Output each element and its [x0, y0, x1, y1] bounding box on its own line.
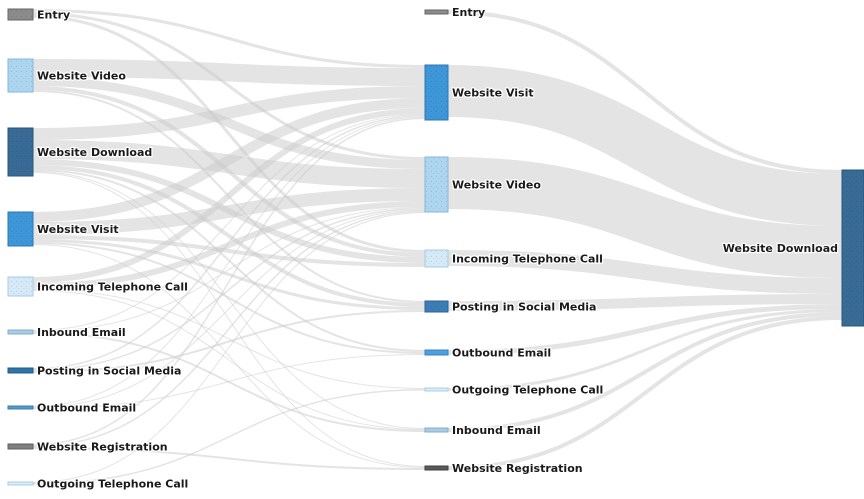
sankey-label-website-registration-col1: Website Registration — [452, 462, 583, 475]
sankey-label-outgoing-telephone-call-col0: Outgoing Telephone Call — [37, 478, 188, 491]
sankey-label-outgoing-telephone-call-col1: Outgoing Telephone Call — [452, 384, 603, 397]
sankey-link-website-download-to-website-registration[interactable] — [32, 172, 426, 467]
sankey-label-website-visit-col1: Website Visit — [452, 87, 534, 100]
sankey-link-incoming-telephone-call-to-website-video[interactable] — [32, 201, 426, 289]
sankey-link-website-video-to-website-download[interactable] — [447, 157, 843, 278]
sankey-link-incoming-telephone-call-to-inbound-email[interactable] — [32, 290, 426, 430]
sankey-node-outgoing-telephone-call-col1[interactable] — [424, 387, 449, 392]
node-texture — [9, 129, 32, 175]
sankey-node-website-registration-col0[interactable] — [7, 443, 34, 450]
sankey-link-website-visit-to-posting-in-social-media[interactable] — [32, 239, 426, 310]
node-texture — [9, 10, 32, 19]
sankey-link-website-download-to-posting-in-social-media[interactable] — [32, 165, 426, 307]
sankey-link-outbound-email-to-website-download[interactable] — [447, 304, 843, 355]
sankey-node-inbound-email-col0[interactable] — [7, 329, 34, 335]
sankey-label-posting-in-social-media-col0: Posting in Social Media — [37, 365, 181, 378]
sankey-node-website-registration-col1[interactable] — [424, 465, 449, 471]
node-texture — [426, 158, 447, 211]
sankey-link-outgoing-telephone-call-to-outgoing-telephone-call[interactable] — [32, 389, 426, 485]
sankey-label-website-download-col2: Website Download — [723, 242, 838, 255]
sankey-link-entry-to-website-video[interactable] — [32, 12, 426, 160]
sankey-link-incoming-telephone-call-to-website-visit[interactable] — [32, 108, 426, 283]
sankey-label-outbound-email-col1: Outbound Email — [452, 347, 551, 360]
sankey-label-outbound-email-col0: Outbound Email — [37, 402, 136, 415]
sankey-link-website-visit-to-outbound-email[interactable] — [32, 242, 426, 354]
sankey-link-outbound-email-to-website-visit[interactable] — [32, 116, 426, 407]
sankey-link-website-video-to-website-visit[interactable] — [32, 59, 426, 86]
node-texture — [9, 213, 32, 245]
sankey-link-website-registration-to-website-video[interactable] — [32, 210, 426, 447]
node-texture — [426, 302, 447, 311]
sankey-link-entry-to-incoming-telephone-call[interactable] — [32, 15, 426, 253]
sankey-link-outgoing-telephone-call-to-website-download[interactable] — [447, 309, 843, 391]
sankey-link-incoming-telephone-call-to-outgoing-telephone-call[interactable] — [32, 289, 426, 389]
sankey-link-posting-in-social-media-to-website-visit[interactable] — [32, 115, 426, 370]
node-texture — [426, 251, 447, 266]
sankey-link-outbound-email-to-website-video[interactable] — [32, 209, 426, 408]
sankey-label-entry-col0: Entry — [37, 9, 70, 22]
sankey-link-outbound-email-to-outbound-email[interactable] — [32, 354, 426, 409]
node-texture — [843, 171, 863, 325]
sankey-link-posting-in-social-media-to-website-video[interactable] — [32, 208, 426, 371]
sankey-node-outbound-email-col1[interactable] — [424, 349, 449, 356]
sankey-link-outgoing-telephone-call-to-website-video[interactable] — [32, 212, 426, 483]
node-texture — [9, 60, 32, 91]
sankey-link-website-registration-to-website-download[interactable] — [447, 316, 843, 470]
sankey-link-website-registration-to-website-visit[interactable] — [32, 117, 426, 446]
sankey-label-posting-in-social-media-col1: Posting in Social Media — [452, 301, 596, 314]
sankey-link-website-video-to-website-video[interactable] — [32, 77, 426, 169]
sankey-label-inbound-email-col1: Inbound Email — [452, 424, 541, 437]
sankey-link-posting-in-social-media-to-posting-in-social-media[interactable] — [32, 310, 426, 373]
sankey-node-entry-col1[interactable] — [424, 9, 449, 15]
sankey-link-website-registration-to-website-registration[interactable] — [32, 447, 426, 470]
sankey-link-entry-to-website-download[interactable] — [447, 10, 843, 174]
sankey-label-website-video-col1: Website Video — [452, 179, 541, 192]
sankey-link-inbound-email-to-website-visit[interactable] — [32, 114, 426, 331]
sankey-node-outgoing-telephone-call-col0[interactable] — [7, 481, 34, 486]
sankey-link-incoming-telephone-call-to-website-download[interactable] — [447, 250, 843, 294]
sankey-link-website-visit-to-website-visit[interactable] — [32, 98, 426, 222]
sankey-label-website-registration-col0: Website Registration — [37, 441, 168, 454]
sankey-link-inbound-email-to-website-video[interactable] — [32, 207, 426, 332]
sankey-link-entry-to-website-visit[interactable] — [32, 9, 426, 68]
sankey-link-website-visit-to-website-registration[interactable] — [32, 244, 426, 468]
sankey-node-inbound-email-col1[interactable] — [424, 427, 449, 433]
sankey-label-website-visit-col0: Website Visit — [37, 223, 119, 236]
sankey-link-website-visit-to-incoming-telephone-call[interactable] — [32, 235, 426, 267]
sankey-label-entry-col1: Entry — [452, 6, 485, 19]
sankey-node-outbound-email-col0[interactable] — [7, 405, 34, 410]
sankey-link-inbound-email-to-website-download[interactable] — [447, 312, 843, 432]
sankey-label-website-video-col0: Website Video — [37, 70, 126, 83]
sankey-link-website-visit-to-website-video[interactable] — [32, 188, 426, 235]
node-texture — [426, 66, 447, 119]
sankey-nodes — [7, 8, 864, 486]
sankey-label-incoming-telephone-call-col1: Incoming Telephone Call — [452, 253, 603, 266]
sankey-link-website-download-to-inbound-email[interactable] — [32, 171, 426, 429]
sankey-links — [32, 9, 843, 485]
sankey-node-posting-in-social-media-col0[interactable] — [7, 367, 34, 374]
sankey-link-posting-in-social-media-to-website-download[interactable] — [447, 294, 843, 311]
sankey-label-website-download-col0: Website Download — [37, 146, 152, 159]
sankey-link-website-visit-to-website-download[interactable] — [447, 65, 843, 226]
sankey-link-website-download-to-website-visit[interactable] — [32, 86, 426, 140]
sankey-label-inbound-email-col0: Inbound Email — [37, 326, 126, 339]
sankey-label-incoming-telephone-call-col0: Incoming Telephone Call — [37, 281, 188, 294]
node-texture — [9, 278, 32, 295]
sankey-link-website-download-to-outbound-email[interactable] — [32, 169, 426, 352]
